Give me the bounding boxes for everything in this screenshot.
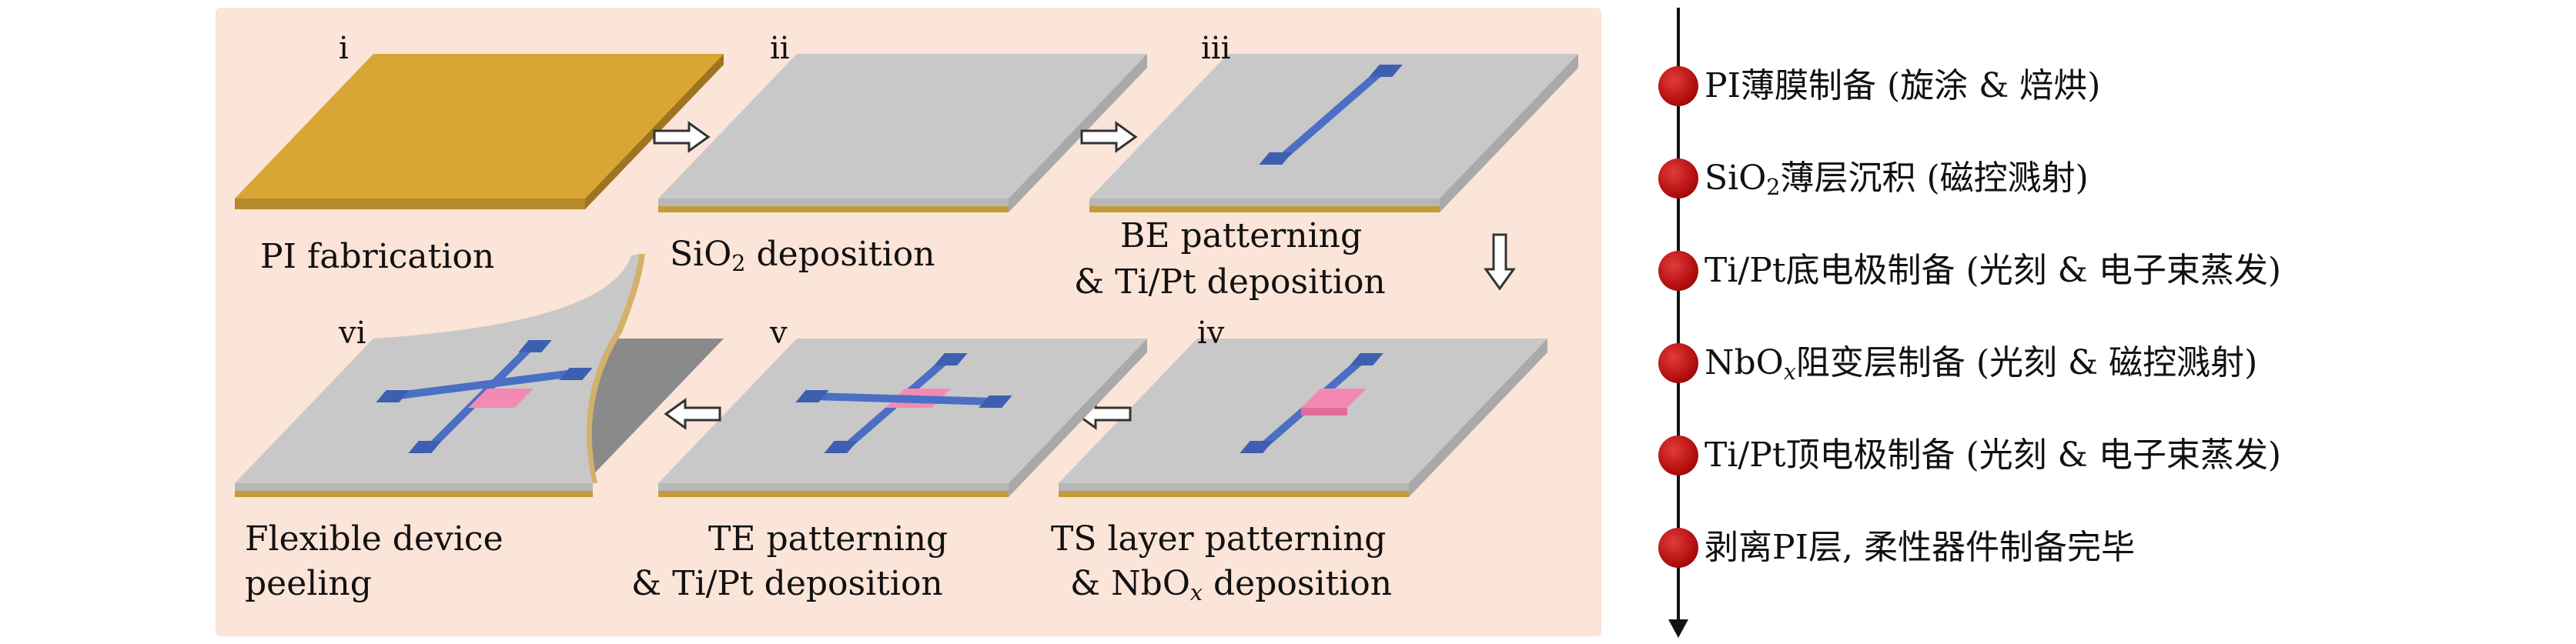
stage-6-caption-line2: peeling [245, 564, 372, 603]
timeline-step-5: Ti/Pt顶电极制备 (光刻 & 电子束蒸发) [1705, 435, 2281, 475]
stage-3-caption-line2: & Ti/Pt deposition [1074, 262, 1386, 302]
stage-3-bottom-electrode [1089, 54, 1578, 212]
stage-6-caption-line1: Flexible device [245, 519, 503, 559]
stage-6-number: vi [339, 315, 366, 351]
timeline-axis [1677, 8, 1680, 623]
timeline-arrowhead [1668, 619, 1688, 638]
timeline-dot-1 [1658, 66, 1698, 106]
stage-2-sio2-layer [658, 54, 1147, 212]
stage-5-caption-line1: TE patterning [708, 519, 948, 559]
stage-5-number: v [770, 315, 788, 351]
timeline-step-3: Ti/Pt底电极制备 (光刻 & 电子束蒸发) [1705, 251, 2281, 290]
timeline-dot-2 [1658, 158, 1698, 199]
timeline-step-2: SiO2薄层沉积 (磁控溅射) [1705, 158, 2089, 201]
timeline-step-1: PI薄膜制备 (旋涂 & 焙烘) [1705, 66, 2101, 105]
stage-3-number: iii [1201, 31, 1231, 66]
timeline-dot-4 [1658, 343, 1698, 383]
stage-2-caption: SiO2 deposition [670, 235, 935, 277]
stage-1-caption: PI fabrication [260, 237, 495, 276]
stage-5-top-electrode [658, 339, 1147, 497]
arrow-iii-to-iv [1484, 233, 1516, 291]
stage-1-pi-film [235, 54, 724, 209]
stage-4-caption-line2: & NbOx deposition [1070, 564, 1393, 606]
arrow-ii-to-iii [1080, 121, 1138, 153]
timeline-dot-6 [1658, 528, 1698, 568]
stage-4-ts-layer [1059, 339, 1547, 497]
arrow-i-to-ii [653, 121, 711, 153]
timeline-step-4: NbOx阻变层制备 (光刻 & 磁控溅射) [1705, 343, 2258, 385]
stage-3-caption-line1: BE patterning [1120, 216, 1363, 255]
stage-6-peeling [235, 254, 724, 497]
timeline-dot-5 [1658, 435, 1698, 475]
stage-2-number: ii [770, 31, 790, 66]
arrow-v-to-vi [664, 398, 721, 430]
stage-4-number: iv [1197, 315, 1225, 351]
stage-1-number: i [339, 31, 349, 66]
stage-4-caption-line1: TS layer patterning [1051, 519, 1387, 559]
timeline-step-6: 剥离PI层, 柔性器件制备完毕 [1705, 528, 2135, 567]
stage-5-caption-line2: & Ti/Pt deposition [631, 564, 943, 603]
timeline-dot-3 [1658, 251, 1698, 291]
